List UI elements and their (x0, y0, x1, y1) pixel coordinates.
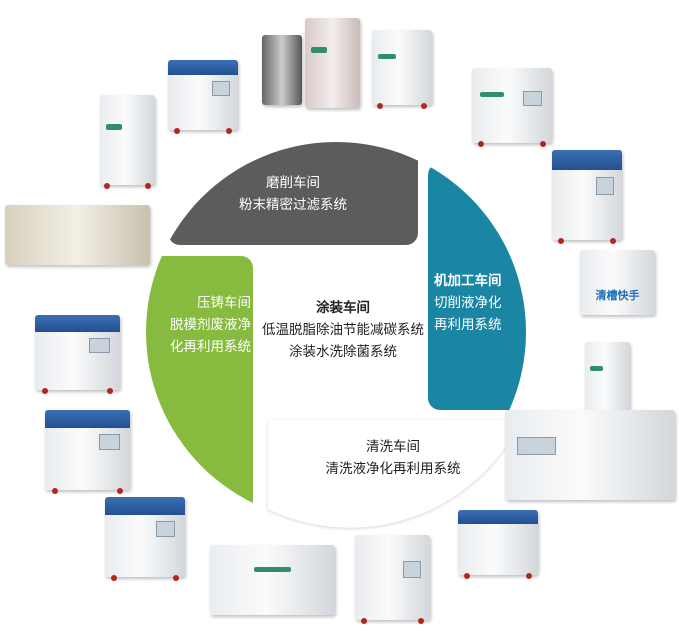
product-machine (458, 510, 538, 579)
coating-line2: 涂装水洗除菌系统 (289, 344, 397, 360)
product-machine (372, 30, 432, 109)
coating-line1: 低温脱脂除油节能减碳系统 (262, 322, 424, 338)
coating-title: 涂装车间 (316, 300, 370, 316)
machining-line1: 切削液净化 (434, 295, 502, 311)
product-machine (552, 150, 622, 244)
product-line (5, 205, 150, 265)
diecasting-label: 压铸车间 脱模剂废液净 化再利用系统 (143, 292, 251, 358)
cleaning-label: 清洗车间 清洗液净化再利用系统 (268, 436, 518, 480)
diecasting-title: 压铸车间 (197, 295, 251, 311)
coating-label: 涂装车间 低温脱脂除油节能减碳系统 涂装水洗除菌系统 (253, 297, 433, 363)
product-line (505, 410, 675, 500)
diecasting-line2: 化再利用系统 (170, 339, 251, 355)
product-machine (168, 60, 238, 134)
product-machine (35, 315, 120, 394)
product-machine (100, 95, 155, 189)
cleaning-title: 清洗车间 (366, 439, 420, 455)
machining-label: 机加工车间 切削液净化 再利用系统 (428, 270, 534, 336)
machining-title: 机加工车间 (434, 273, 502, 289)
product-tank: 清槽快手 (580, 250, 655, 315)
diecasting-line1: 脱模剂废液净 (170, 317, 251, 333)
grinding-system: 粉末精密过滤系统 (239, 197, 347, 213)
product-cabinet (305, 18, 360, 108)
product-pump (262, 35, 302, 105)
tank-label: 清槽快手 (595, 289, 640, 303)
product-machine (105, 497, 185, 581)
grinding-label: 磨削车间 粉末精密过滤系统 (168, 172, 418, 216)
cleaning-system: 清洗液净化再利用系统 (325, 461, 461, 477)
machining-line2: 再利用系统 (434, 317, 502, 333)
product-machine (355, 535, 430, 624)
product-machine (472, 68, 552, 147)
product-tank-line (210, 545, 335, 615)
segment-cleaning (268, 420, 518, 528)
grinding-title: 磨削车间 (266, 175, 320, 191)
product-machine (45, 410, 130, 494)
product-cabinet (585, 342, 630, 421)
